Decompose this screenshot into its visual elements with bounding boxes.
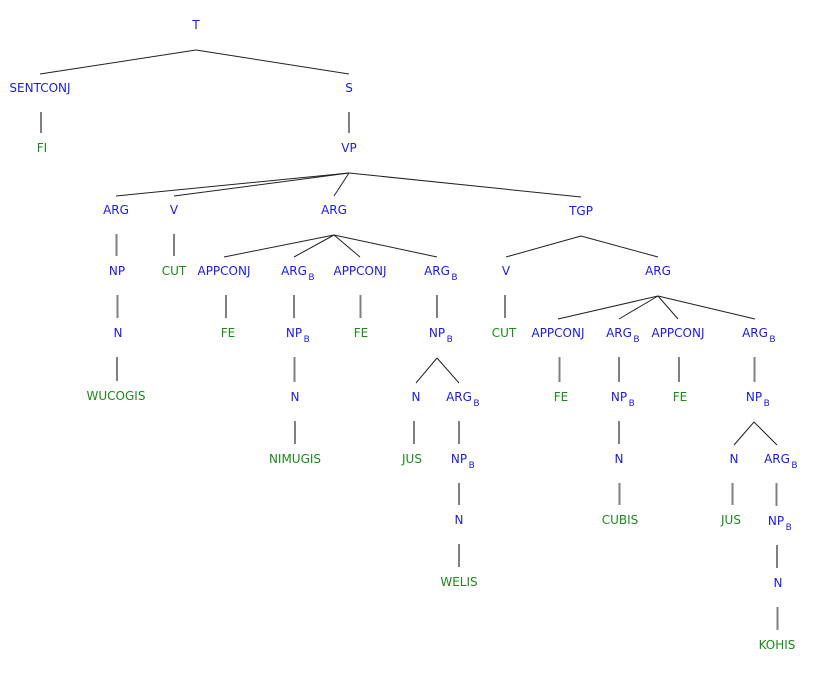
tree-node-argb2: ARG [424,264,450,278]
tree-node-npb6-subscript: B [786,523,792,533]
tree-node-cut2: CUT [492,326,517,340]
tree-node-n2: N [291,390,300,404]
tree-edge [580,235,659,258]
tree-node-arg2: ARG [321,203,347,217]
tree-node-n5: N [730,452,739,466]
tree-edge [657,295,679,320]
tree-edge [557,295,659,320]
tree-node-cut1: CUT [162,264,187,278]
tree-node-fe4: FE [673,390,687,404]
tree-node-argb4: ARG [742,326,768,340]
tree-node-n6: N [455,513,464,527]
tree-edge [223,234,335,258]
tree-edges-layer [39,49,779,630]
tree-node-appconj2: APPCONJ [333,264,386,278]
tree-node-vp: VP [341,141,356,155]
tree-edge [195,49,350,75]
tree-node-npb3: NP [611,390,627,404]
tree-node-argb3: ARG [606,326,632,340]
tree-node-jus2: JUS [720,513,741,527]
tree-edge [39,49,197,75]
tree-node-argb1: ARG [281,264,307,278]
tree-edge [436,357,460,384]
tree-edge [333,234,361,258]
tree-node-jus1: JUS [401,452,422,466]
tree-node-fe2: FE [354,326,368,340]
tree-edge [733,421,755,446]
tree-node-v1: V [170,203,179,217]
tree-edge [348,172,582,198]
tree-node-n1: N [114,326,123,340]
tree-node-appconj3: APPCONJ [531,326,584,340]
tree-node-argb5-subscript: B [473,399,479,409]
tree-node-arg3: ARG [645,264,671,278]
tree-node-npb4-subscript: B [764,399,770,409]
tree-node-npb5: NP [451,452,467,466]
tree-node-npb2: NP [429,326,445,340]
tree-node-welis: WELIS [440,575,477,589]
tree-node-n3: N [412,390,421,404]
tree-node-n4: N [615,452,624,466]
tree-node-npb6: NP [768,514,784,528]
tree-node-argb4-subscript: B [769,335,775,345]
tree-edge [657,295,756,320]
tree-edge [173,172,350,197]
tree-node-argb6: ARG [764,452,790,466]
tree-node-wucogis: WUCOGIS [87,389,146,403]
tree-node-sentconj: SENTCONJ [9,81,70,95]
tree-node-np: NP [109,264,125,278]
tree-edge [333,172,350,197]
tree-node-argb1-subscript: B [308,273,314,283]
tree-edge [293,234,335,258]
tree-node-argb2-subscript: B [451,273,457,283]
tree-node-npb5-subscript: B [469,461,475,471]
tree-node-appconj4: APPCONJ [651,326,704,340]
tree-edge [753,421,778,446]
tree-node-fi: FI [37,141,47,155]
tree-edge [618,295,659,320]
tree-node-appconj1: APPCONJ [197,264,250,278]
tree-node-v2: V [502,264,511,278]
tree-node-npb1: NP [286,326,302,340]
tree-edge [505,235,582,258]
tree-node-fe1: FE [221,326,235,340]
tree-node-fe3: FE [554,390,568,404]
tree-node-npb2-subscript: B [447,335,453,345]
tree-node-npb1-subscript: B [304,335,310,345]
tree-edge [115,172,350,197]
tree-edge [415,357,438,384]
tree-node-s: S [345,81,353,95]
tree-node-argb3-subscript: B [633,335,639,345]
tree-node-npb4: NP [746,390,762,404]
tree-edge [333,234,438,258]
tree-node-arg1: ARG [103,203,129,217]
tree-node-nimugis: NIMUGIS [269,452,321,466]
tree-node-n7: N [774,576,783,590]
tree-node-npb3-subscript: B [629,399,635,409]
tree-node-kohis: KOHIS [759,638,796,652]
tree-node-argb6-subscript: B [791,461,797,471]
tree-node-argb5: ARG [446,390,472,404]
tree-node-tgp: TGP [568,204,593,218]
tree-node-t: T [191,18,200,32]
tree-node-cubis: CUBIS [602,513,639,527]
